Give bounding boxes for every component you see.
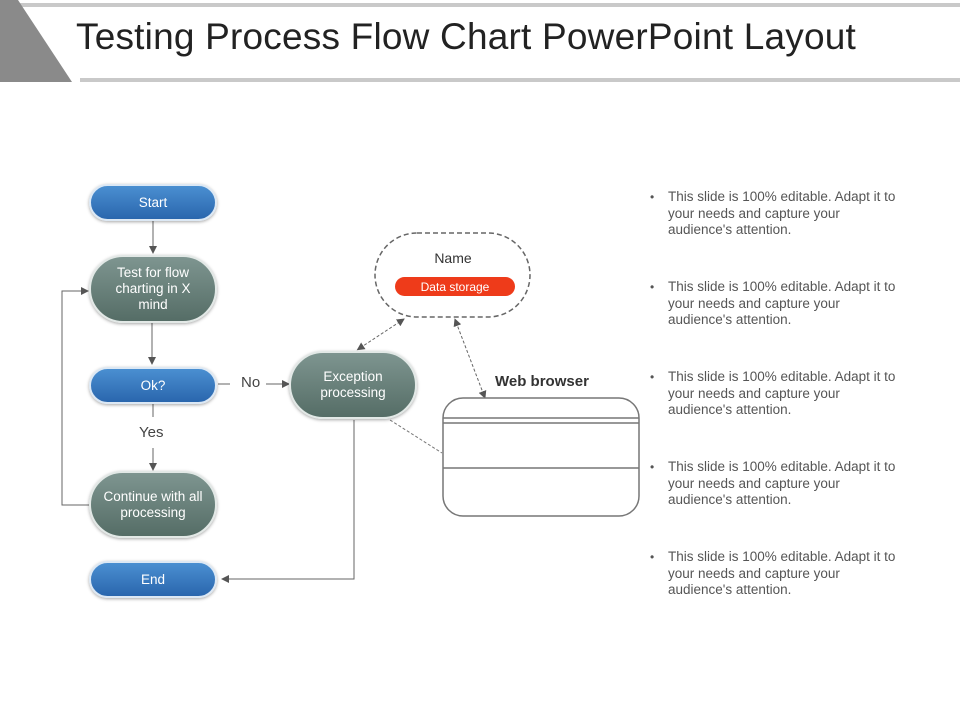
dashed-storage-to-browser — [453, 318, 487, 399]
bullet-text: This slide is 100% editable. Adapt it to… — [668, 459, 896, 507]
end-node: End — [89, 561, 217, 598]
bullet-dot-icon: • — [650, 190, 655, 204]
title-band-bottom — [80, 78, 960, 82]
browser-window — [442, 397, 640, 517]
bullet-item: • This slide is 100% editable. Adapt it … — [648, 549, 898, 639]
bullet-item: • This slide is 100% editable. Adapt it … — [648, 459, 898, 549]
bullet-dot-icon: • — [650, 550, 655, 564]
storage-outline — [374, 232, 531, 318]
bullet-item: • This slide is 100% editable. Adapt it … — [648, 189, 898, 279]
continue-node: Continue with all processing — [89, 471, 217, 538]
bullet-dot-icon: • — [650, 460, 655, 474]
bullet-item: • This slide is 100% editable. Adapt it … — [648, 369, 898, 459]
bullet-text: This slide is 100% editable. Adapt it to… — [668, 549, 896, 597]
arrow-exception-to-end — [221, 420, 355, 583]
dashed-exception-to-storage — [356, 318, 405, 351]
slide-title: Testing Process Flow Chart PowerPoint La… — [76, 16, 856, 57]
title-band-top — [0, 3, 960, 7]
bullet-dot-icon: • — [650, 370, 655, 384]
loop-continue-to-test — [61, 287, 89, 506]
yes-label: Yes — [139, 424, 164, 441]
bullet-dot-icon: • — [650, 280, 655, 294]
corner-triangle — [0, 0, 72, 82]
bullet-item: • This slide is 100% editable. Adapt it … — [648, 279, 898, 369]
storage-name: Name — [434, 250, 472, 266]
data-storage-tag: Data storage — [395, 277, 515, 296]
decision-node: Ok? — [89, 367, 217, 404]
bullet-text: This slide is 100% editable. Adapt it to… — [668, 279, 896, 327]
no-label: No — [241, 374, 261, 391]
bullet-text: This slide is 100% editable. Adapt it to… — [668, 189, 896, 237]
exception-node: Exception processing — [289, 351, 417, 419]
bullet-list: • This slide is 100% editable. Adapt it … — [648, 189, 898, 639]
start-node: Start — [89, 184, 217, 221]
dashed-exception-to-browser — [389, 419, 443, 454]
web-browser-label: Web browser — [495, 373, 589, 390]
test-node: Test for flow charting in X mind — [89, 255, 217, 323]
bullet-text: This slide is 100% editable. Adapt it to… — [668, 369, 896, 417]
